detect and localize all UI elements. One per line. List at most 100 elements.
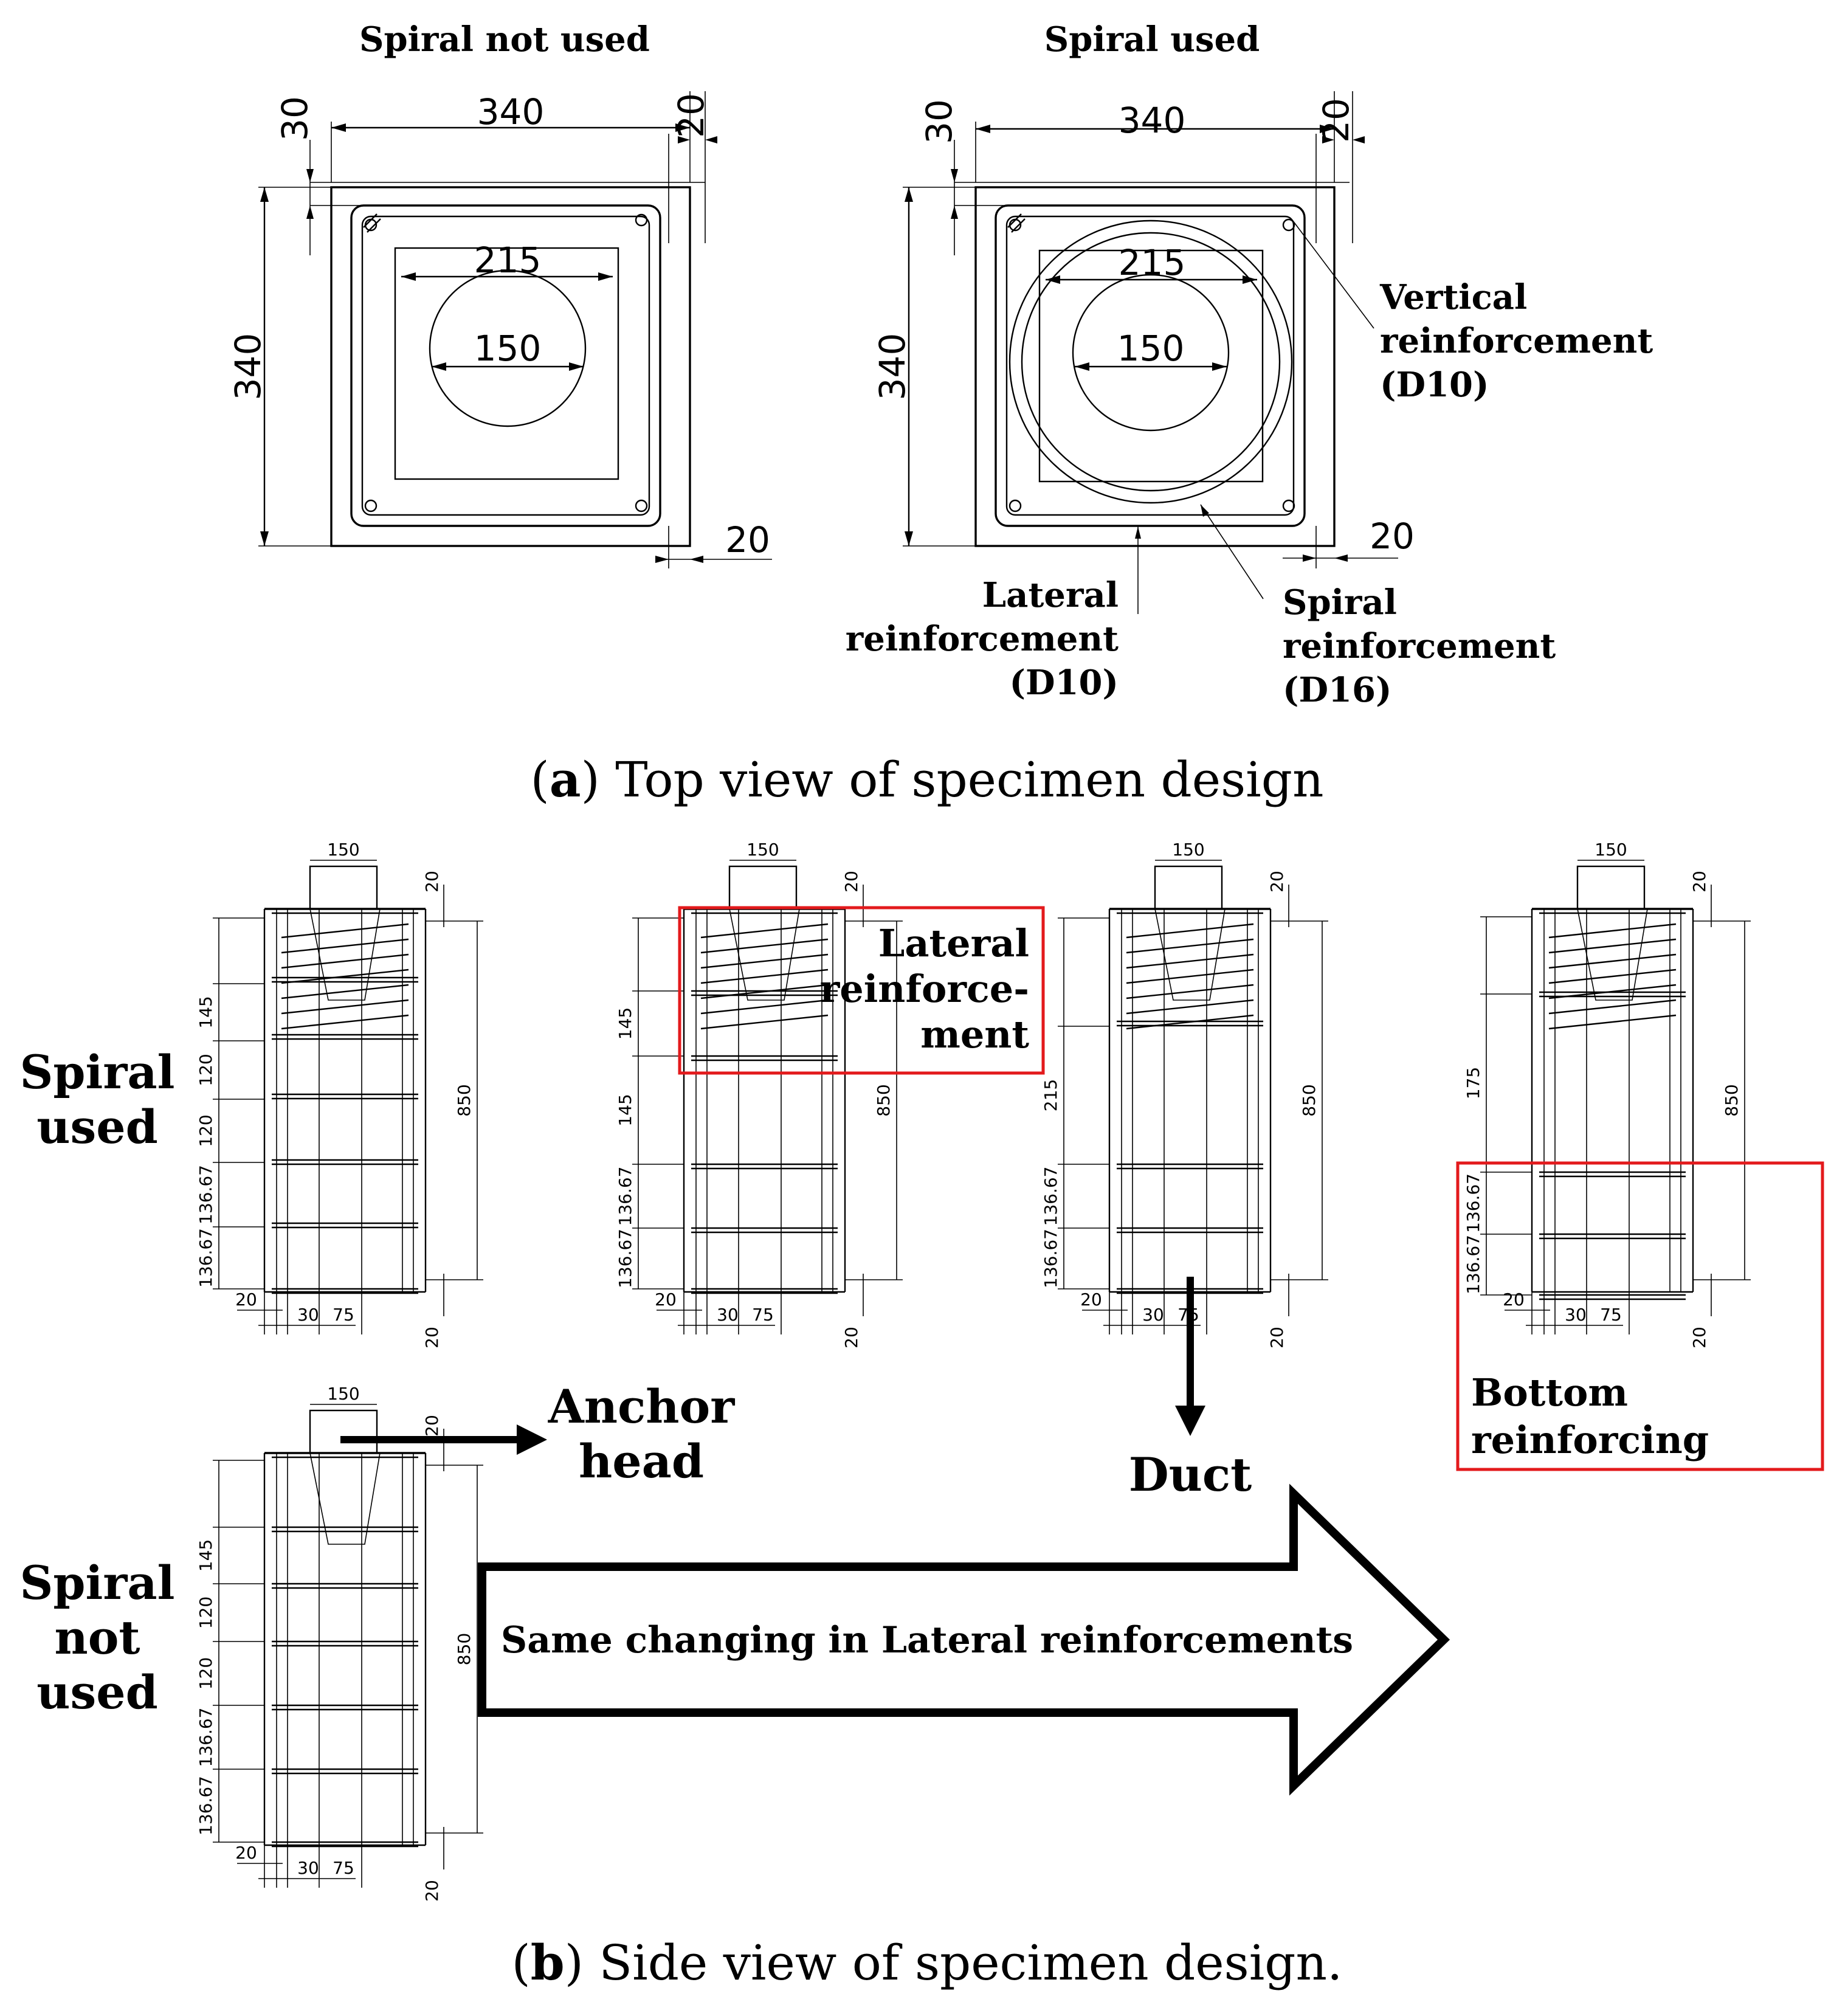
anchor-cone [309, 1452, 381, 1545]
dim-side-cover: 20 [1080, 1289, 1102, 1310]
dim-bar-spacing: 75 [333, 1305, 354, 1325]
dim-side-cover: 20 [655, 1289, 677, 1310]
lateral-tie-outer [350, 204, 661, 527]
lateral-tie-outer [995, 204, 1306, 527]
spiral-turn [1548, 1014, 1677, 1030]
caption-b: (b) Side view of specimen design. [512, 1934, 1343, 1991]
tie-hook [1007, 213, 1026, 233]
tie-hook [363, 213, 381, 233]
anchor-plate [394, 247, 619, 480]
arrowheads [1322, 136, 1365, 143]
dim-duct: 150 [746, 840, 779, 860]
dim-left-segment: 136.67 [196, 1228, 216, 1288]
spiral-turn [281, 999, 409, 1015]
dim-left-segment: 136.67 [196, 1165, 216, 1224]
spiral-turn [281, 1014, 409, 1030]
dim-bar-spacing: 75 [1600, 1305, 1622, 1325]
section-outline [974, 186, 1336, 547]
label-lateral-2: reinforcement [846, 619, 1119, 659]
anchor-plate [1038, 249, 1264, 483]
dim-left-segment: 136.67 [1041, 1167, 1061, 1226]
callout-lateral-1: Lateral [878, 921, 1029, 965]
duct-stub [728, 865, 798, 910]
caption-a-letter: a [550, 751, 581, 808]
dim-left-segment: 120 [196, 1597, 216, 1629]
leader-vertical [1292, 219, 1374, 329]
spiral-turn [1548, 968, 1677, 984]
callout-duct: Duct [1129, 1277, 1252, 1502]
dim-duct: 150 [1595, 840, 1627, 860]
callout-lateral-2: reinforce- [820, 967, 1029, 1011]
highlight-box-lateral [678, 906, 1045, 1075]
callout-lateral: Lateral reinforce- ment [678, 906, 1045, 1075]
dim-duct: 150 [1117, 328, 1185, 369]
section-outline [330, 186, 691, 547]
dim-top-offset: 30 [274, 96, 315, 141]
dim-side-cover: 20 [235, 1843, 257, 1863]
spiral-turn [700, 938, 829, 954]
dim-bar-spacing: 75 [752, 1305, 774, 1325]
dim-width: 340 [477, 91, 545, 133]
label-lateral-1: Lateral [982, 575, 1119, 615]
big-hollow-arrow [478, 1483, 1450, 1796]
dim-bottom-cover: 20 [1267, 1327, 1287, 1348]
dim-top-cover: 20 [1689, 871, 1709, 892]
arrowheads [678, 136, 717, 143]
vertical-bar [364, 499, 378, 513]
vertical-bar [1282, 218, 1295, 232]
dim-left-segment: 120 [196, 1657, 216, 1690]
dim-right-offset: 20 [671, 93, 712, 138]
label-spiral-1: Spiral [1283, 582, 1397, 623]
dim-bar-offset: 30 [717, 1305, 739, 1325]
dim-height: 850 [454, 1084, 474, 1116]
dim-height: 340 [872, 333, 913, 401]
dim-side-cover: 20 [1503, 1289, 1525, 1310]
side-view-columns: 150 850 20 20 145 120 120 136.67 136.67 20 30 75 150… [196, 840, 1751, 1902]
dim-width: 340 [1119, 100, 1186, 141]
callout-bottom: Bottom reinforcing [1456, 1161, 1824, 1471]
spiral-turn [281, 953, 409, 969]
lateral-tie-inner [361, 215, 650, 516]
label-vertical-1: Vertical [1379, 277, 1527, 317]
spiral-turn [281, 938, 409, 954]
callout-bottom-1: Bottom [1471, 1370, 1628, 1415]
label-vertical-2: reinforcement [1380, 321, 1653, 361]
dim-top-cover: 20 [422, 1415, 442, 1437]
dim-left-segment: 120 [196, 1114, 216, 1147]
dim-left-segment: 136.67 [615, 1167, 635, 1226]
dim-left-segment: 145 [615, 1007, 635, 1040]
dim-bottom-cover: 20 [841, 1327, 861, 1348]
dim-height: 850 [1722, 1084, 1742, 1116]
callout-anchor: Anchor head [340, 1379, 735, 1488]
dim-top-offset: 30 [919, 99, 960, 144]
dim-plate: 215 [474, 240, 542, 281]
dim-left-segment: 136.67 [615, 1229, 635, 1288]
top-view-right-title: Spiral used [1044, 19, 1260, 60]
top-view-right: Spiral used 340 340 30 20 [846, 19, 1653, 710]
caption-b-text: (b) Side view of specimen design. [512, 1934, 1343, 1991]
spiral-inner [1021, 232, 1281, 492]
spiral-turn [1548, 999, 1677, 1015]
dim-bottom-cover: 20 [422, 1880, 442, 1902]
anchor-cone [1577, 908, 1648, 1001]
spiral-turn [700, 999, 829, 1015]
caption-a-text: (a) Top view of specimen design [531, 751, 1324, 808]
caption-b-body: ) Side view of specimen design. [565, 1935, 1343, 1991]
callout-duct-text: Duct [1129, 1448, 1252, 1502]
dim-duct: 150 [474, 328, 542, 369]
dim-height: 850 [874, 1084, 894, 1116]
arrowheads [1303, 554, 1348, 562]
highlight-box-bottom [1456, 1161, 1824, 1471]
vertical-bar [635, 213, 648, 227]
dim-duct: 150 [1172, 840, 1204, 860]
duct-arrow-head [1175, 1406, 1205, 1436]
row-label-not-used-1: Spiral [19, 1556, 174, 1610]
arrowheads [1201, 505, 1209, 517]
dim-height: 340 [227, 333, 269, 401]
arrowheads [655, 556, 703, 563]
dim-bar-offset: 30 [1142, 1305, 1164, 1325]
dim-bottom-cover: 20 [1689, 1327, 1709, 1348]
spiral-turn [281, 923, 409, 939]
